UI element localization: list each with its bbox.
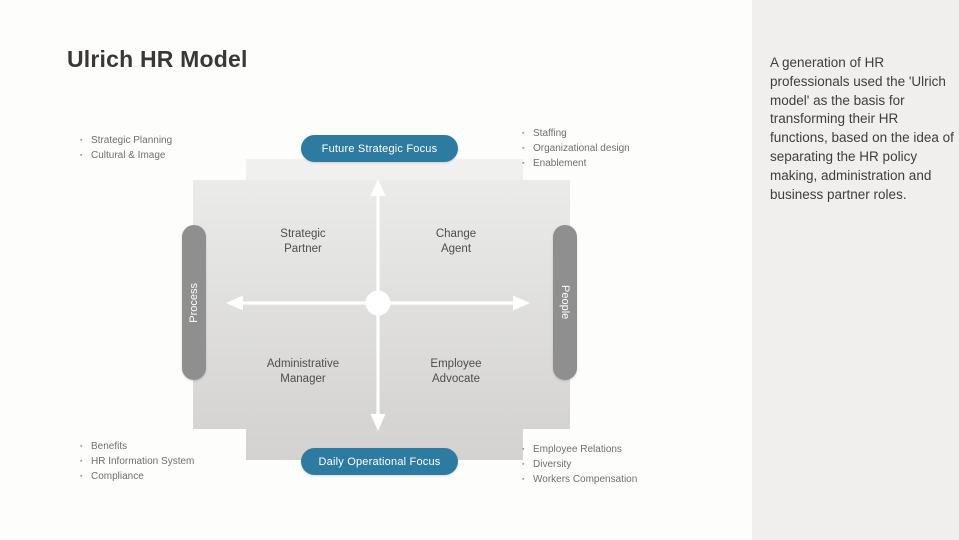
axis-label-bottom: Daily Operational Focus (301, 448, 458, 475)
side-panel: A generation of HR professionals used th… (752, 0, 959, 540)
quadrant-label-line: Employee (430, 358, 482, 370)
axis-label-right: People (553, 225, 577, 380)
quadrant-label-line: Manager (280, 373, 326, 385)
bullet-item: Strategic Planning (80, 133, 172, 148)
bullet-item: Workers Compensation (522, 472, 637, 487)
quadrant-label-line: Change (435, 228, 477, 240)
page-title: Ulrich HR Model (67, 46, 248, 72)
diagram-horizontal-band (193, 180, 570, 429)
bullet-list-bottom-left: Benefits HR Information System Complianc… (80, 439, 194, 485)
quadrant-administrative-manager: Administrative Manager (238, 357, 368, 387)
bullet-item: Cultural & Image (80, 148, 172, 163)
bullet-list-top-left: Strategic Planning Cultural & Image (80, 133, 172, 164)
side-panel-paragraph: A generation of HR professionals used th… (770, 55, 954, 202)
bullet-item: Employee Relations (522, 442, 637, 457)
bullet-list-bottom-right: Employee Relations Diversity Workers Com… (522, 442, 637, 488)
axis-label-bottom-text: Daily Operational Focus (318, 455, 441, 468)
quadrant-label-line: Strategic (280, 228, 326, 240)
axis-label-left: Process (182, 225, 206, 380)
quadrant-employee-advocate: Employee Advocate (391, 357, 521, 387)
bullet-item: Enablement (522, 156, 630, 171)
quadrant-change-agent: Change Agent (391, 227, 521, 257)
bullet-item: Benefits (80, 439, 194, 454)
axis-label-left-text: Process (188, 282, 200, 323)
quadrant-label-line: Partner (284, 243, 322, 255)
bullet-item: Organizational design (522, 141, 630, 156)
bullet-item: Staffing (522, 126, 630, 141)
quadrant-strategic-partner: Strategic Partner (238, 227, 368, 257)
bullet-item: Diversity (522, 457, 637, 472)
quadrant-label-line: Administrative (266, 358, 340, 370)
quadrant-label-line: Agent (440, 243, 472, 255)
quadrant-label-line: Advocate (432, 373, 480, 385)
axis-label-top: Future Strategic Focus (301, 135, 458, 162)
bullet-item: Compliance (80, 469, 194, 484)
axis-label-top-text: Future Strategic Focus (321, 142, 438, 155)
axis-label-right-text: People (559, 285, 571, 320)
bullet-item: HR Information System (80, 454, 194, 469)
bullet-list-top-right: Staffing Organizational design Enablemen… (522, 126, 630, 172)
